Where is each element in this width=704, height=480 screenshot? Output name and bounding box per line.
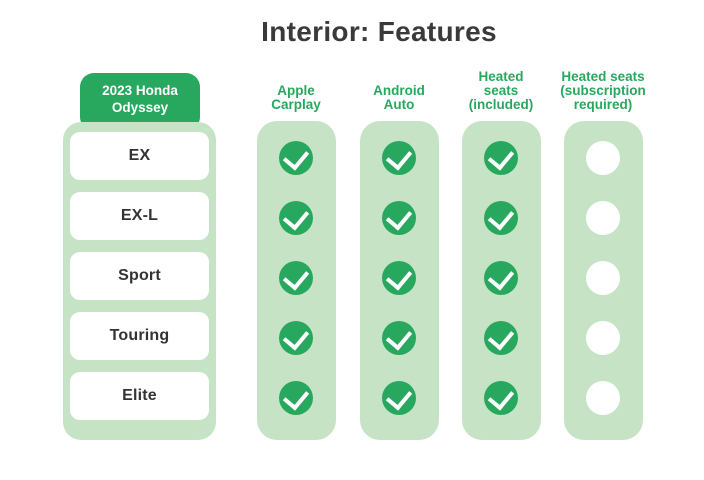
check-circle-icon — [382, 381, 416, 415]
feature-column-android-auto — [360, 121, 439, 440]
trim-card-ex: EX — [70, 132, 209, 180]
feature-column-heated-seats-included — [462, 121, 541, 440]
check-circle-icon — [484, 321, 518, 355]
column-header-heated-seats-subscription: Heated seats (subscription required) — [560, 69, 646, 112]
check-circle-icon — [279, 381, 313, 415]
page-title: Interior: Features — [261, 16, 497, 47]
check-circle-icon — [382, 141, 416, 175]
empty-circle-icon — [586, 141, 620, 175]
check-circle-icon — [484, 261, 518, 295]
column-header-heated-seats-included: Heated seats (included) — [468, 69, 534, 112]
feature-column-heated-seats-subscription — [564, 121, 643, 440]
check-circle-icon — [279, 261, 313, 295]
trim-card-sport: Sport — [70, 252, 209, 300]
check-circle-icon — [382, 201, 416, 235]
check-circle-icon — [279, 321, 313, 355]
check-circle-icon — [279, 141, 313, 175]
column-header-apple-carplay: Apple Carplay — [271, 83, 321, 112]
trim-column: EX EX-L Sport Touring Elite — [63, 122, 216, 440]
check-circle-icon — [279, 201, 313, 235]
column-header-android-auto: Android Auto — [373, 83, 425, 112]
trim-card-elite: Elite — [70, 372, 209, 420]
check-circle-icon — [382, 261, 416, 295]
empty-circle-icon — [586, 321, 620, 355]
check-circle-icon — [382, 321, 416, 355]
vehicle-header: 2023 Honda Odyssey — [80, 73, 200, 131]
check-circle-icon — [484, 141, 518, 175]
empty-circle-icon — [586, 381, 620, 415]
trim-card-touring: Touring — [70, 312, 209, 360]
empty-circle-icon — [586, 261, 620, 295]
trim-card-ex-l: EX-L — [70, 192, 209, 240]
empty-circle-icon — [586, 201, 620, 235]
check-circle-icon — [484, 381, 518, 415]
feature-column-apple-carplay — [257, 121, 336, 440]
check-circle-icon — [484, 201, 518, 235]
